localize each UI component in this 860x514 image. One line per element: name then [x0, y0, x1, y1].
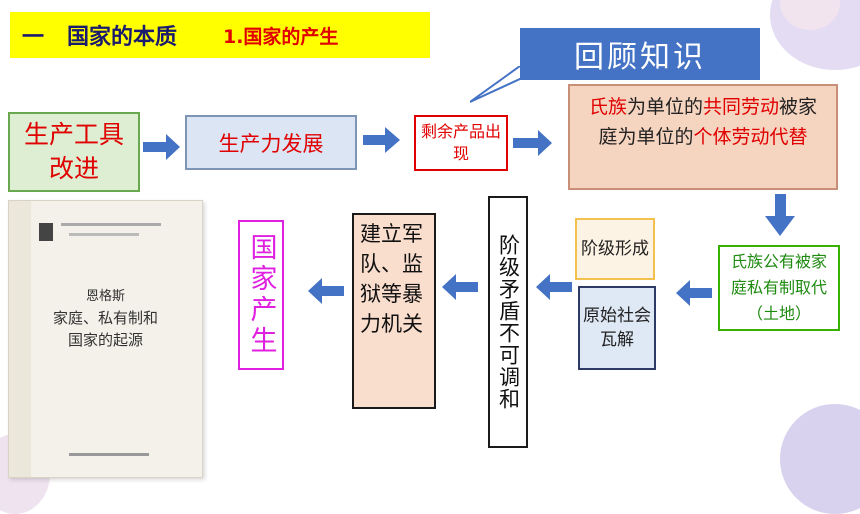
private-ownership-box: 氏族公有被家庭私有制取代（土地）	[718, 245, 840, 331]
book-publisher-line	[69, 453, 149, 456]
arrow-left-icon	[308, 278, 344, 304]
family-labor-text: 共同劳动	[703, 96, 780, 118]
tools-improvement-box: 生产工具改进	[8, 112, 140, 192]
book-spine	[9, 201, 31, 477]
publisher-logo-icon	[39, 223, 53, 241]
arrow-right-icon	[513, 130, 552, 156]
family-labor-text: 个体劳	[693, 126, 751, 148]
book-cover-image: 恩格斯 家庭、私有制和 国家的起源	[8, 200, 203, 478]
family-labor-box: 氏族为单位的共同劳动被家庭为单位的个体劳动代替	[568, 84, 838, 190]
review-knowledge-label: 回顾知识	[520, 28, 760, 80]
book-title: 家庭、私有制和 国家的起源	[9, 307, 202, 351]
family-labor-text: 被家庭为单位的	[598, 96, 818, 148]
book-author: 恩格斯	[85, 289, 125, 304]
book-series-line	[61, 223, 161, 226]
class-contradiction-box: 阶级矛盾不可调和	[488, 196, 528, 448]
title-bar: 一 国家的本质 1.国家的产生	[10, 12, 430, 58]
arrow-left-icon	[676, 280, 712, 306]
surplus-product-box: 剩余产品出现	[414, 115, 508, 171]
productivity-box: 生产力发展	[185, 115, 357, 170]
arrow-right-icon	[363, 127, 400, 153]
section-title: 一 国家的本质	[22, 25, 177, 50]
book-title-line: 国家的起源	[67, 331, 143, 349]
arrow-left-icon	[536, 274, 572, 300]
family-labor-text: 动代替	[750, 126, 808, 148]
state-emergence-box: 国家产生	[238, 220, 284, 370]
army-prison-box: 建立军队、监狱等暴力机关	[352, 213, 436, 409]
arrow-down-icon	[765, 194, 795, 236]
arrow-right-icon	[143, 134, 180, 160]
family-labor-text: 氏族	[588, 96, 627, 118]
flow-arrows	[143, 127, 795, 306]
family-labor-text: 为单位的	[626, 96, 703, 118]
primitive-society-collapse-box: 原始社会瓦解	[578, 286, 656, 370]
book-series-line	[69, 233, 139, 236]
book-title-line: 家庭、私有制和	[52, 309, 158, 327]
class-formed-box: 阶级形成	[575, 218, 655, 280]
subsection-title: 1.国家的产生	[222, 25, 339, 48]
arrow-left-icon	[442, 274, 478, 300]
